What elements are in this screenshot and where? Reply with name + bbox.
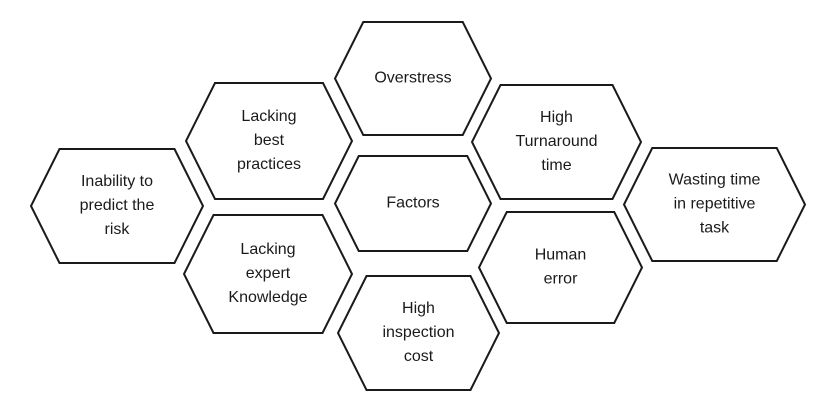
factor-hexagon-overstress-label-line: Overstress bbox=[374, 70, 451, 87]
factor-hexagon-high-inspection-cost-label-line: inspection bbox=[382, 324, 454, 341]
factor-hexagon-lacking-expert-knowledge-label-line: expert bbox=[246, 265, 291, 282]
factor-hexagon-lacking-best-practices-shape bbox=[184, 82, 354, 200]
factor-hexagon-lacking-expert-knowledge-label-line: Knowledge bbox=[228, 289, 307, 306]
factor-hexagon-high-inspection-cost-shape bbox=[336, 275, 501, 391]
factor-hexagon-lacking-expert-knowledge-label-line: Lacking bbox=[240, 241, 295, 258]
factor-hexagon-inability-to-predict-the-risk-shape bbox=[29, 148, 205, 264]
factor-hexagon-wasting-time-in-repetitive-task-label-line: in repetitive bbox=[674, 196, 756, 213]
factor-hexagon-lacking-best-practices-label-line: practices bbox=[237, 156, 301, 173]
factor-hexagon-inability-to-predict-the-risk-label-line: risk bbox=[105, 221, 131, 238]
factor-hexagon-overstress: Overstress bbox=[333, 21, 493, 136]
factor-hexagon-human-error-label-line: Human bbox=[535, 247, 587, 264]
factor-hexagon-wasting-time-in-repetitive-task: Wasting time in repetitive task bbox=[622, 147, 807, 262]
factor-hexagon-high-inspection-cost-label-line: cost bbox=[404, 348, 434, 365]
factor-hexagon-high-turnaround-time-shape bbox=[470, 84, 643, 200]
factor-hexagon-human-error: Human error bbox=[477, 211, 644, 324]
factor-hexagon-human-error-shape bbox=[477, 211, 644, 324]
factor-hexagon-human-error-label-line: error bbox=[544, 271, 578, 288]
factor-hexagon-lacking-best-practices: Lacking best practices bbox=[184, 82, 354, 200]
factor-hexagon-lacking-expert-knowledge-shape bbox=[182, 214, 354, 334]
factor-hexagon-inability-to-predict-the-risk: Inability to predict the risk bbox=[29, 148, 205, 264]
factor-hexagon-high-inspection-cost: High inspection cost bbox=[336, 275, 501, 391]
factor-hexagon-wasting-time-in-repetitive-task-shape bbox=[622, 147, 807, 262]
factor-hexagon-high-inspection-cost-label-line: High bbox=[402, 300, 435, 317]
factor-hexagon-overstress-shape bbox=[333, 21, 493, 136]
center-hexagon-factors: Factors bbox=[333, 155, 493, 252]
factor-hexagon-inability-to-predict-the-risk-label-line: Inability to bbox=[81, 173, 153, 190]
factor-hexagon-inability-to-predict-the-risk-label-line: predict the bbox=[80, 197, 155, 214]
factor-hexagon-lacking-best-practices-label-line: best bbox=[254, 132, 285, 149]
factor-hexagon-high-turnaround-time-label-line: Turnaround bbox=[515, 133, 597, 150]
factor-hexagon-lacking-best-practices-label-line: Lacking bbox=[241, 108, 296, 125]
factor-hexagon-wasting-time-in-repetitive-task-label-line: task bbox=[700, 220, 730, 237]
factor-hexagon-high-turnaround-time-label-line: High bbox=[540, 109, 573, 126]
center-hexagon-factors-shape bbox=[333, 155, 493, 252]
center-hexagon-factors-label-line: Factors bbox=[386, 195, 439, 212]
factor-hexagon-wasting-time-in-repetitive-task-label-line: Wasting time bbox=[669, 172, 761, 189]
factor-hexagon-high-turnaround-time-label-line: time bbox=[541, 157, 571, 174]
